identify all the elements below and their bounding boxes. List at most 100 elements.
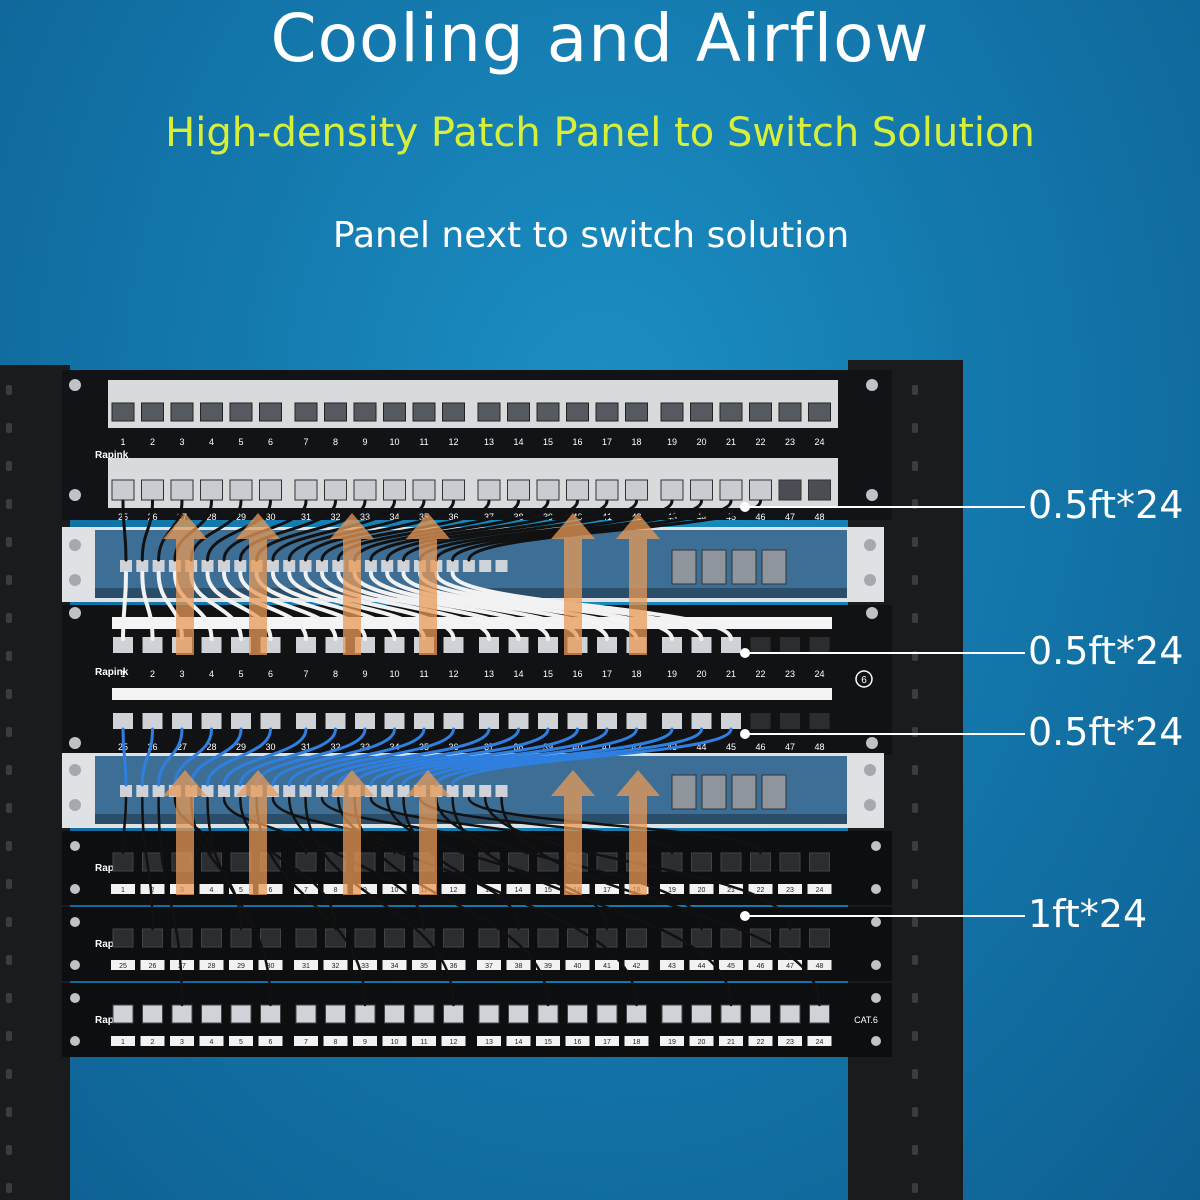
port-number: 37 xyxy=(485,963,493,970)
port-number: 39 xyxy=(543,742,553,752)
rj45-port xyxy=(200,479,223,501)
port-number: 41 xyxy=(602,742,612,752)
rj45-port xyxy=(383,479,406,501)
cable-black xyxy=(121,499,128,562)
port-number: 6 xyxy=(269,1039,273,1046)
screw-icon xyxy=(864,574,876,586)
rail-hole xyxy=(6,803,12,813)
cable-black xyxy=(304,499,455,562)
port-number: 47 xyxy=(785,512,795,522)
port-number: 36 xyxy=(450,963,458,970)
rj45-port xyxy=(721,637,741,653)
port-number: 30 xyxy=(267,963,275,970)
screw-icon xyxy=(866,607,878,619)
port-number: 17 xyxy=(602,669,612,679)
cable-black xyxy=(451,796,733,1007)
rail-hole xyxy=(6,993,12,1003)
port-number: 11 xyxy=(419,669,428,679)
airflow-arrow-icon xyxy=(616,513,660,655)
rj45-port xyxy=(294,479,318,501)
rj45-port xyxy=(779,852,801,872)
rail-hole xyxy=(6,917,12,927)
port-number: 45 xyxy=(726,512,736,522)
rail-hole xyxy=(912,1107,918,1117)
screw-icon xyxy=(70,884,80,894)
switch-port xyxy=(495,785,508,797)
port-label-tab xyxy=(536,1036,560,1046)
screw-icon xyxy=(69,764,81,776)
rj45-port xyxy=(720,852,742,872)
port-number: 4 xyxy=(210,1039,214,1046)
switch-port xyxy=(462,560,475,572)
port-label-tab xyxy=(229,884,253,894)
port-number: 24 xyxy=(816,887,824,894)
port-number: 4 xyxy=(209,437,214,447)
port-label-tab xyxy=(595,1036,619,1046)
port-number: 2 xyxy=(150,669,155,679)
rj45-port xyxy=(142,637,163,653)
port-label-tab xyxy=(506,884,531,894)
rj45-port xyxy=(260,928,281,948)
cable-blue xyxy=(434,727,703,787)
callout-dot-3 xyxy=(740,729,750,739)
rj45-port xyxy=(260,1004,281,1024)
rj45-port xyxy=(719,479,743,501)
rj45-port xyxy=(478,928,500,948)
rj45-port xyxy=(508,1004,529,1024)
switch-port xyxy=(120,560,132,572)
port-label-tab xyxy=(689,884,714,894)
port-label-tab xyxy=(778,884,802,894)
port-label-tab xyxy=(595,960,619,970)
rail-hole xyxy=(912,993,918,1003)
port-number: 39 xyxy=(544,963,552,970)
port-number: 22 xyxy=(757,1039,765,1046)
screw-icon xyxy=(69,607,81,619)
port-number: 47 xyxy=(786,963,794,970)
switch-port xyxy=(299,785,312,797)
port-label-tab xyxy=(748,884,773,894)
cable-black xyxy=(451,499,733,562)
port-number: 17 xyxy=(602,437,612,447)
cat6-badge: 6 xyxy=(861,675,867,686)
switch-port xyxy=(218,785,230,797)
rj45-port xyxy=(259,479,282,501)
screw-icon xyxy=(70,1036,80,1046)
rail-hole xyxy=(912,613,918,623)
rj45-port xyxy=(443,637,464,653)
rail-hole xyxy=(6,1107,12,1117)
port-number: 19 xyxy=(668,1039,676,1046)
port-label-tab xyxy=(565,960,590,970)
rj45-port xyxy=(596,1004,618,1024)
port-number: 18 xyxy=(631,437,641,447)
rj45-port xyxy=(691,852,712,872)
port-label-tab xyxy=(624,960,649,970)
uplink-port xyxy=(731,549,757,585)
cat6-badge-ring xyxy=(855,670,873,688)
cable-blue xyxy=(238,727,337,787)
port-number: 19 xyxy=(667,437,677,447)
port-number: 14 xyxy=(515,1039,523,1046)
rail-hole xyxy=(6,727,12,737)
port-label-tab xyxy=(229,1036,253,1046)
rj45-port xyxy=(295,928,317,948)
rj45-port xyxy=(324,479,347,501)
callout-dot-4 xyxy=(740,911,750,921)
rj45-port xyxy=(749,479,772,501)
port-number: 13 xyxy=(484,669,494,679)
rj45-port xyxy=(201,637,222,653)
cable-blue xyxy=(402,727,638,787)
rj45-port xyxy=(412,479,436,501)
switch-port xyxy=(332,560,345,572)
port-number: 11 xyxy=(419,437,428,447)
port-number: 25 xyxy=(119,963,127,970)
cable-black xyxy=(121,796,128,855)
rj45-port xyxy=(566,402,589,422)
port-number: 26 xyxy=(147,742,157,752)
airflow-arrow-icon xyxy=(330,770,374,895)
rail-hole xyxy=(912,689,918,699)
port-label-tab xyxy=(748,1036,773,1046)
rj45-port xyxy=(142,1004,163,1024)
rj45-port xyxy=(507,479,530,501)
screw-icon xyxy=(871,1036,881,1046)
port-number: 29 xyxy=(237,963,245,970)
